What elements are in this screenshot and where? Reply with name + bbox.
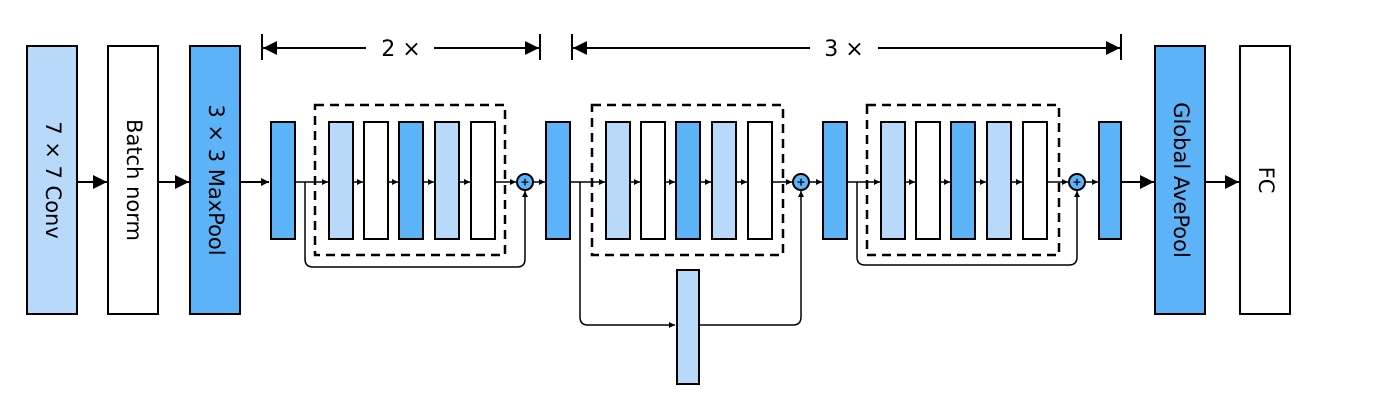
layer-box <box>675 121 701 240</box>
layer-box <box>640 121 666 240</box>
stage-fc: FC <box>1239 45 1291 315</box>
layer-box <box>711 121 737 240</box>
block-conv-box <box>270 121 296 240</box>
stage-global-avepool: Global AvePool <box>1154 45 1206 315</box>
skip-connection <box>856 182 1080 266</box>
add-symbol: + <box>520 176 529 189</box>
residual-block: + <box>822 103 1098 266</box>
layer-box <box>747 121 773 240</box>
skip-connection <box>304 182 528 268</box>
repeat-bracket-2x: 2 × <box>261 34 541 62</box>
repeat-label: 3 × <box>824 37 863 62</box>
layer-box <box>1022 121 1048 240</box>
block-conv-box <box>545 121 571 240</box>
layer-box <box>470 121 496 240</box>
stage-label: 7 × 7 Conv <box>41 121 65 239</box>
repeat-bracket-3x: 3 × <box>571 34 1122 62</box>
dashed-group-box <box>865 103 1061 257</box>
layer-box <box>986 121 1012 240</box>
stage-label: Global AvePool <box>1169 102 1193 258</box>
residual-block: + <box>270 103 545 268</box>
skip-connection <box>579 182 675 328</box>
block-conv-box <box>822 121 848 240</box>
residual-blocks: + + + <box>270 103 1122 385</box>
dashed-group-box <box>590 103 785 257</box>
repeat-label: 2 × <box>381 37 420 62</box>
layer-box <box>880 121 906 240</box>
stage-label: Batch norm <box>122 119 146 241</box>
layer-box <box>950 121 976 240</box>
dashed-group-box <box>313 103 507 257</box>
stage-label: 3 × 3 MaxPool <box>204 104 228 255</box>
layer-box <box>398 121 424 240</box>
add-symbol: + <box>796 176 805 189</box>
stage-batch-norm: Batch norm <box>107 45 159 315</box>
layer-box <box>605 121 631 240</box>
stage-conv7x7: 7 × 7 Conv <box>26 45 78 315</box>
add-symbol: + <box>1072 176 1081 189</box>
layer-box <box>328 121 354 240</box>
layer-box <box>363 121 389 240</box>
skip-connection <box>699 191 804 326</box>
layer-box <box>434 121 460 240</box>
residual-block: + <box>545 103 822 385</box>
stage-maxpool: 3 × 3 MaxPool <box>189 45 241 315</box>
block-conv-box <box>1098 121 1122 240</box>
layer-box <box>915 121 941 240</box>
stage-label: FC <box>1254 167 1278 194</box>
projection-conv-box <box>676 269 700 385</box>
